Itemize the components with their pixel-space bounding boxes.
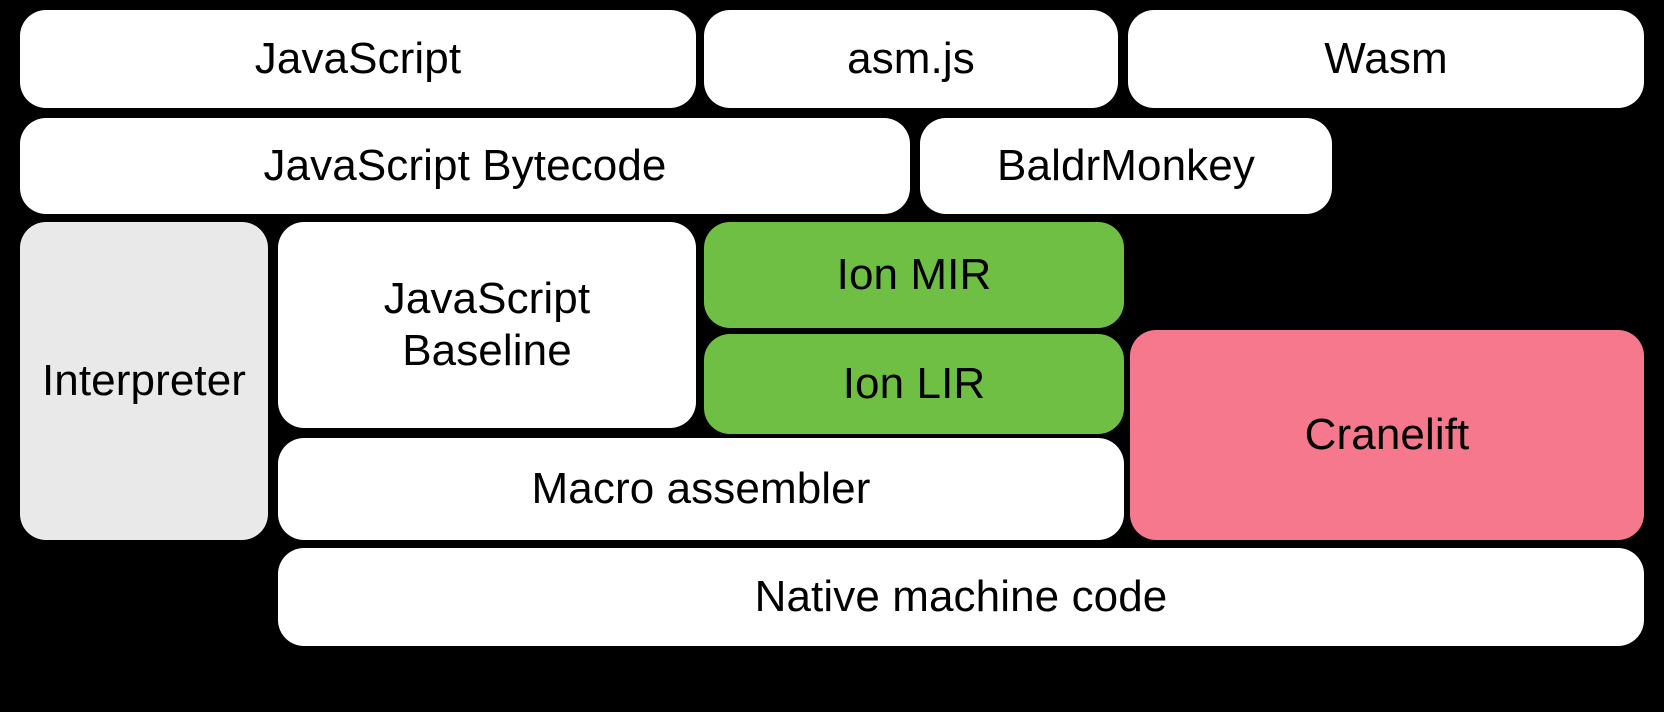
node-asm-js: asm.js bbox=[704, 10, 1118, 108]
node-baldrmonkey: BaldrMonkey bbox=[920, 118, 1332, 214]
node-ion-lir: Ion LIR bbox=[704, 334, 1124, 434]
node-javascript-bytecode: JavaScript Bytecode bbox=[20, 118, 910, 214]
node-javascript: JavaScript bbox=[20, 10, 696, 108]
node-wasm: Wasm bbox=[1128, 10, 1644, 108]
node-ion-mir: Ion MIR bbox=[704, 222, 1124, 328]
node-macro-assembler: Macro assembler bbox=[278, 438, 1124, 540]
node-cranelift: Cranelift bbox=[1130, 330, 1644, 540]
node-interpreter: Interpreter bbox=[20, 222, 268, 540]
node-native-machine-code: Native machine code bbox=[278, 548, 1644, 646]
node-javascript-baseline: JavaScript Baseline bbox=[278, 222, 696, 428]
